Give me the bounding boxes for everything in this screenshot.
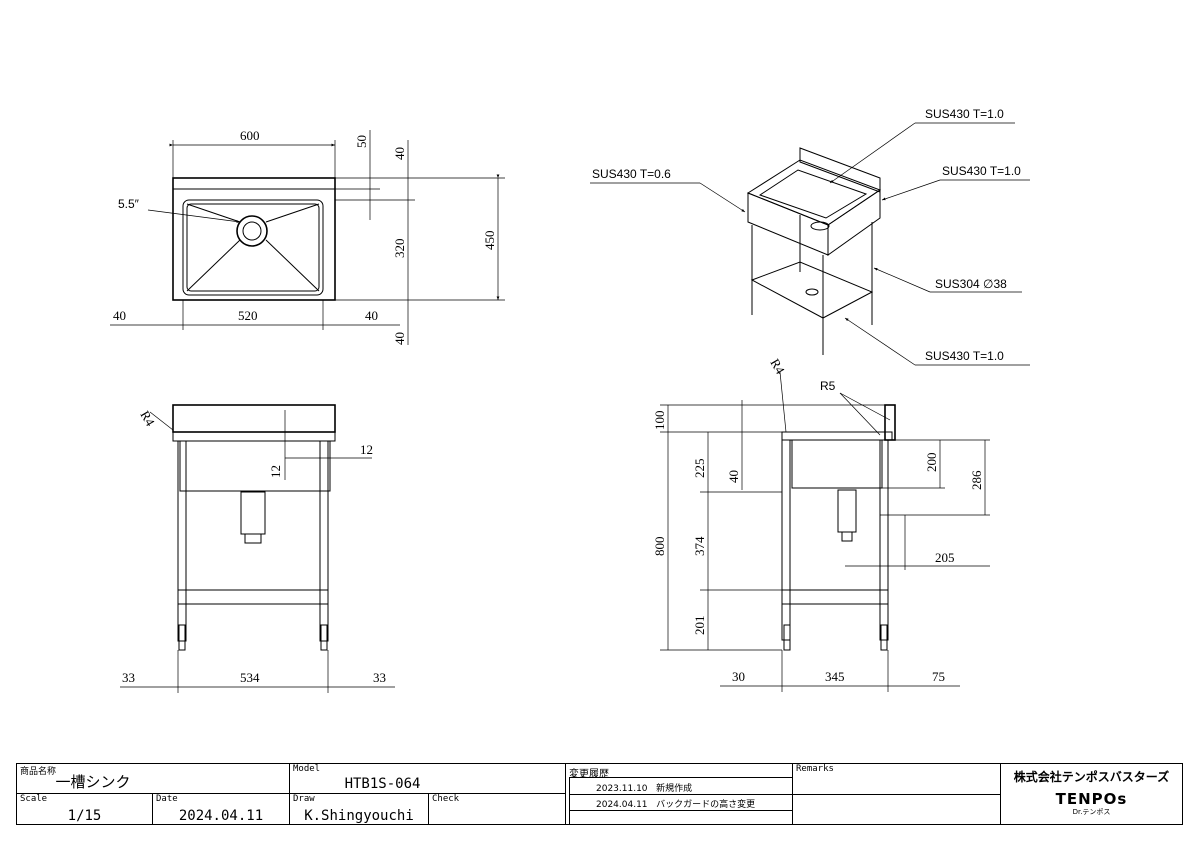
draw-label: Draw [293,794,315,804]
dim-right: 33 [373,670,386,685]
product-cell: 商品名称 一槽シンク [17,764,290,794]
shelf-material-label: SUS430 T=1.0 [925,349,1004,363]
scale-label: Scale [20,794,48,804]
radius-2-label: R5 [820,379,836,393]
company-cell: 株式会社テンポスバスターズ TENPOs Dr.テンポス [1001,764,1182,825]
dim-drain-depth: 286 [969,470,984,490]
history-date: 2024.04.11 [596,800,648,810]
dim-total-height: 800 [652,537,667,557]
date-cell: Date 2024.04.11 [153,794,290,825]
dim-leg-mid: 374 [692,536,707,556]
dim-rim-height: 12 [268,465,283,478]
model-label: Model [293,764,321,774]
dim-bowl-depth: 200 [924,453,939,473]
check-cell: Check [429,794,566,825]
dim-left: 30 [732,669,745,684]
dim-right-margin: 40 [365,308,378,323]
history-note: 新規作成 [656,784,693,794]
body-material-label: SUS430 T=0.6 [592,167,671,181]
top-material-label: SUS430 T=1.0 [942,164,1021,178]
dim-bowl-width: 520 [238,308,258,323]
dim-left: 33 [122,670,135,685]
drawer-value: K.Shingyouchi [304,808,414,824]
iso-view: SUS430 T=1.0 SUS430 T=1.0 SUS430 T=0.6 S… [590,107,1030,366]
remarks-cell: Remarks [793,764,1001,825]
product-label: 商品名称 [20,767,57,777]
company-name: 株式会社テンポスバスターズ [1013,770,1170,784]
dim-bowl-zone: 225 [692,459,707,479]
history-row: 2023.11.10 新規作成 [596,781,692,794]
history-cell: 変更履歴 2023.11.10 新規作成 2024.04.11 バックガードの高… [566,764,793,825]
dim-bottom-margin: 40 [392,332,407,345]
dim-width: 600 [240,128,260,143]
dim-span: 345 [825,669,845,684]
company-logo-sub: Dr.テンポス [1072,808,1111,816]
dim-bowl-depth: 320 [392,239,407,259]
history-note: バックガードの高さ変更 [656,800,756,810]
drain-icon [236,215,268,247]
dim-right: 75 [932,669,945,684]
model-value: HTB1S-064 [344,776,421,792]
dim-left-margin: 40 [113,308,126,323]
dim-drain-offset: 205 [935,550,955,565]
remarks-label: Remarks [796,764,834,774]
leg-material-label: SUS304 ∅38 [935,277,1007,291]
dim-overflow: 40 [726,470,741,483]
dim-depth: 450 [482,231,497,251]
backguard-material-label: SUS430 T=1.0 [925,107,1004,121]
dim-backguard: 100 [652,411,667,431]
side-view: 100 225 800 374 201 40 200 286 205 30 34… [652,356,990,692]
top-view: 600 520 40 40 50 40 320 40 450 5.5″ [110,128,505,345]
dim-top-margin: 40 [392,147,407,160]
radius-1-label: R4 [767,356,788,377]
history-row: 2024.04.11 バックガードの高さ変更 [596,797,755,810]
dim-span: 534 [240,670,260,685]
date-value: 2024.04.11 [178,808,264,824]
product-name: 一槽シンク [55,773,131,791]
dim-shelf: 201 [692,616,707,636]
scale-cell: Scale 1/15 [17,794,153,825]
scale-value: 1/15 [67,808,102,824]
radius-label: R4 [137,408,158,429]
title-block: 商品名称 一槽シンク Model HTB1S-064 Scale 1/15 Da… [16,763,1183,825]
date-label: Date [156,794,178,804]
history-label: 変更履歴 [569,769,609,780]
draw-cell: Draw K.Shingyouchi [290,794,429,825]
dim-backguard: 50 [354,135,369,148]
company-logo: TENPOs [1055,790,1128,808]
drain-size-label: 5.5″ [118,197,140,211]
front-view: 534 33 33 R4 12 12 [120,404,395,693]
dim-rim: 12 [360,442,373,457]
model-cell: Model HTB1S-064 [290,764,566,794]
history-date: 2023.11.10 [596,784,648,794]
check-label: Check [432,794,460,804]
